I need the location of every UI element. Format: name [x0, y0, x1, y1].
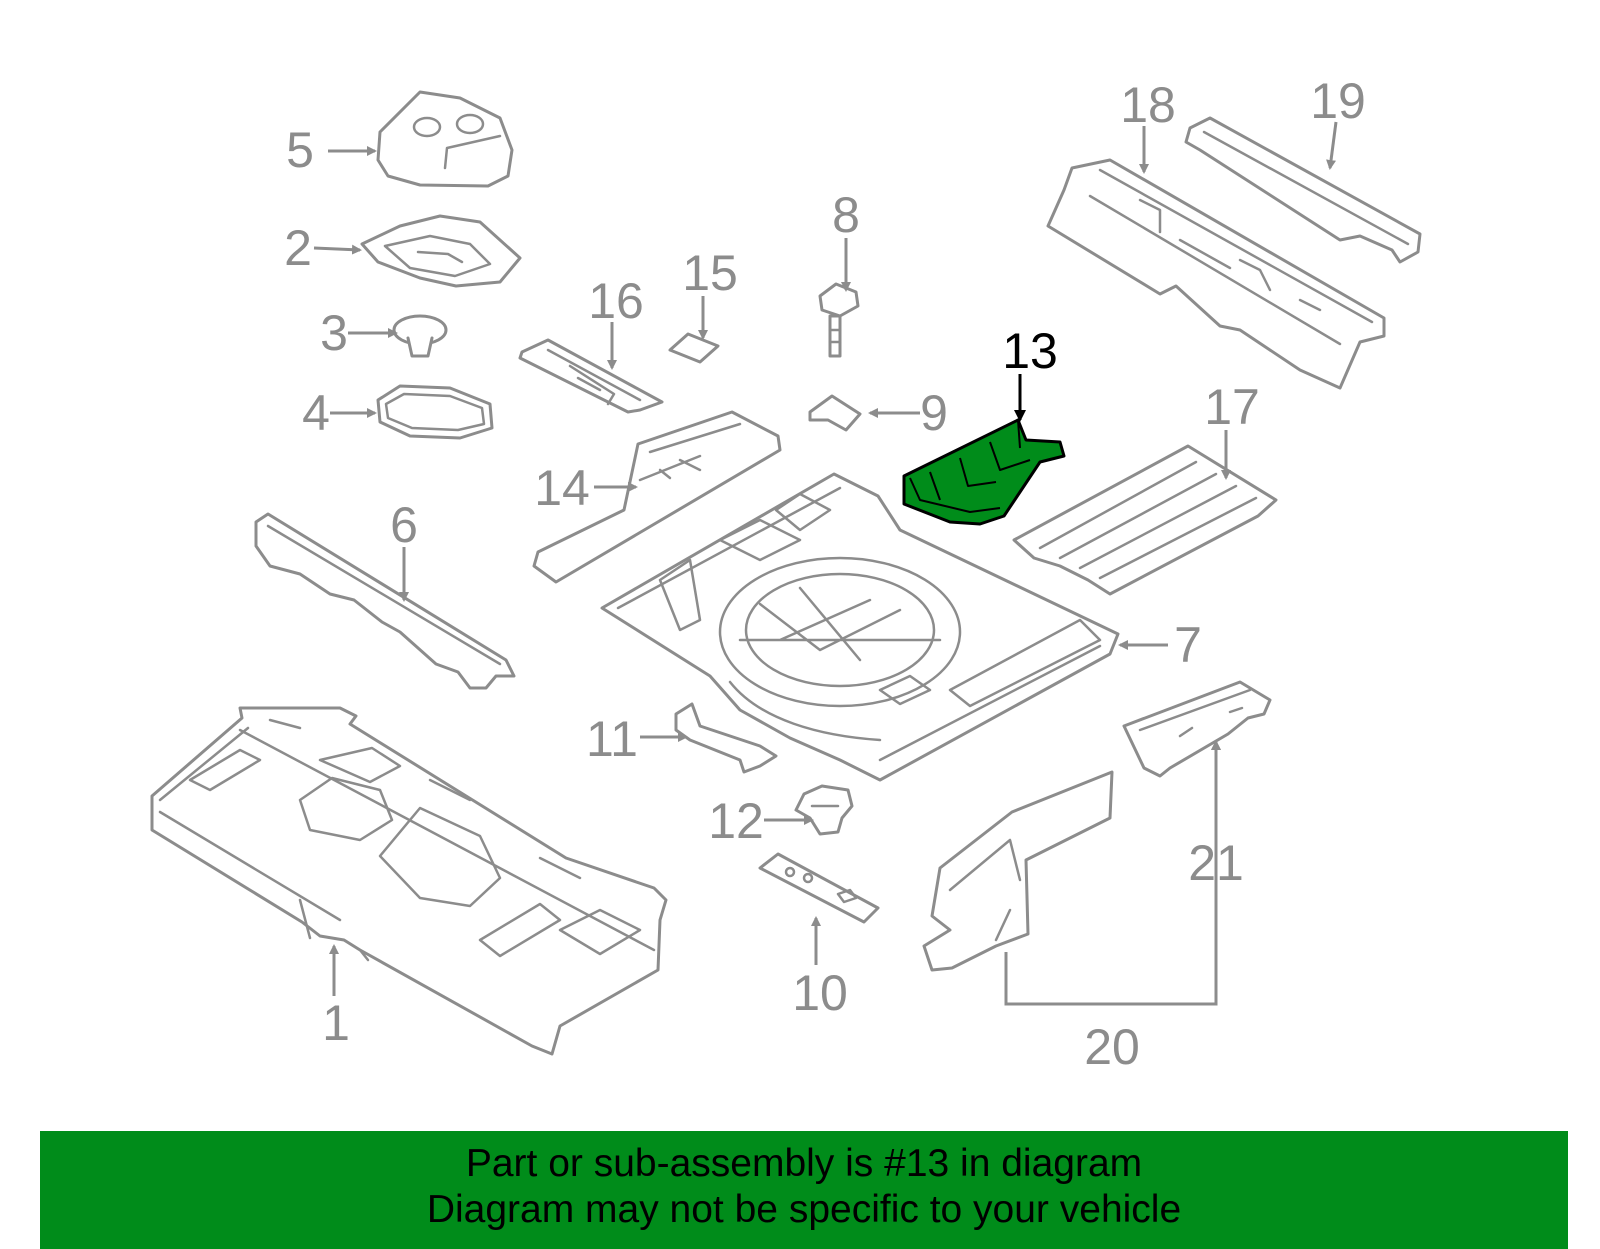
part-10-plate	[758, 852, 880, 924]
callout-19: 19	[1310, 73, 1366, 129]
part-19-rail	[1184, 116, 1422, 264]
part-16-bracket	[518, 338, 664, 414]
callout-13: 13	[1002, 323, 1058, 379]
callout-21: 21	[1188, 835, 1244, 891]
part-6-rail	[254, 512, 516, 690]
part-7-spare-well	[600, 472, 1120, 782]
part-20-wheelhouse	[922, 770, 1114, 972]
part-9-bracket	[808, 394, 862, 432]
callout-labels: 5 2 3 4 6 7 8 9 10 11 12 13 14 15 16 17 …	[284, 73, 1366, 1075]
banner-line-1: Part or sub-assembly is #13 in diagram	[465, 1142, 1143, 1185]
info-banner: Part or sub-assembly is #13 in diagram D…	[40, 1131, 1568, 1249]
callout-11: 11	[586, 711, 638, 767]
callout-5: 5	[286, 122, 314, 178]
callout-7: 7	[1174, 617, 1202, 673]
callout-16: 16	[588, 273, 644, 329]
callout-9: 9	[920, 385, 948, 441]
callout-18: 18	[1120, 77, 1176, 133]
part-12-bracket	[794, 784, 854, 836]
part-21-bracket	[1122, 680, 1272, 778]
part-8-bolt	[818, 282, 860, 358]
part-17-floor-pan	[1012, 444, 1278, 596]
callout-12: 12	[708, 793, 764, 849]
callout-14: 14	[534, 460, 590, 516]
part-4-seal	[376, 384, 494, 440]
part-14-panel	[532, 410, 782, 584]
part-18-crossmember	[1046, 158, 1386, 390]
part-2-tray	[360, 214, 522, 288]
callout-17: 17	[1204, 379, 1260, 435]
parts-diagram: 5 2 3 4 6 7 8 9 10 11 12 13 14 15 16 17 …	[150, 73, 1422, 1075]
callout-6: 6	[390, 497, 418, 553]
callout-1: 1	[322, 995, 350, 1051]
callout-8: 8	[832, 187, 860, 243]
part-5-cover	[376, 90, 514, 188]
callout-4: 4	[302, 385, 330, 441]
callout-20: 20	[1084, 1019, 1140, 1075]
banner-line-2: Diagram may not be specific to your vehi…	[426, 1188, 1182, 1231]
part-1-floor-assembly	[150, 706, 668, 1056]
part-15-clip	[668, 332, 720, 364]
callout-3: 3	[320, 305, 348, 361]
callout-10: 10	[792, 965, 848, 1021]
part-3-grommet	[392, 314, 448, 358]
callout-2: 2	[284, 220, 312, 276]
leader-lines	[313, 121, 1338, 1006]
callout-15: 15	[682, 245, 738, 301]
part-13-highlighted	[902, 418, 1066, 526]
